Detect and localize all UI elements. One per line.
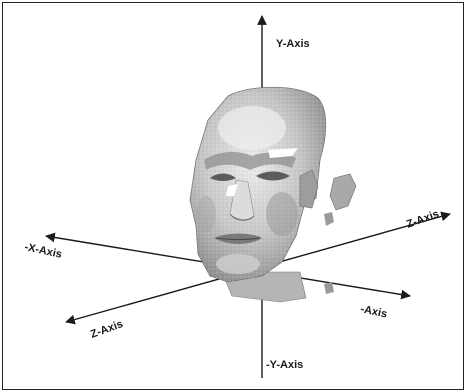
y-axis-label: Y-Axis — [276, 38, 310, 50]
mesh-fragments — [324, 174, 356, 294]
x-axis-label: -Axis — [359, 303, 388, 320]
face-mesh — [190, 87, 326, 302]
neg-y-axis-label: -Y-Axis — [266, 359, 303, 371]
neg-z-axis-label: Z-Axis — [89, 318, 125, 341]
z-axis-label: Z-Axis — [405, 208, 441, 231]
neg-x-axis-label: -X-Axis — [23, 241, 63, 261]
